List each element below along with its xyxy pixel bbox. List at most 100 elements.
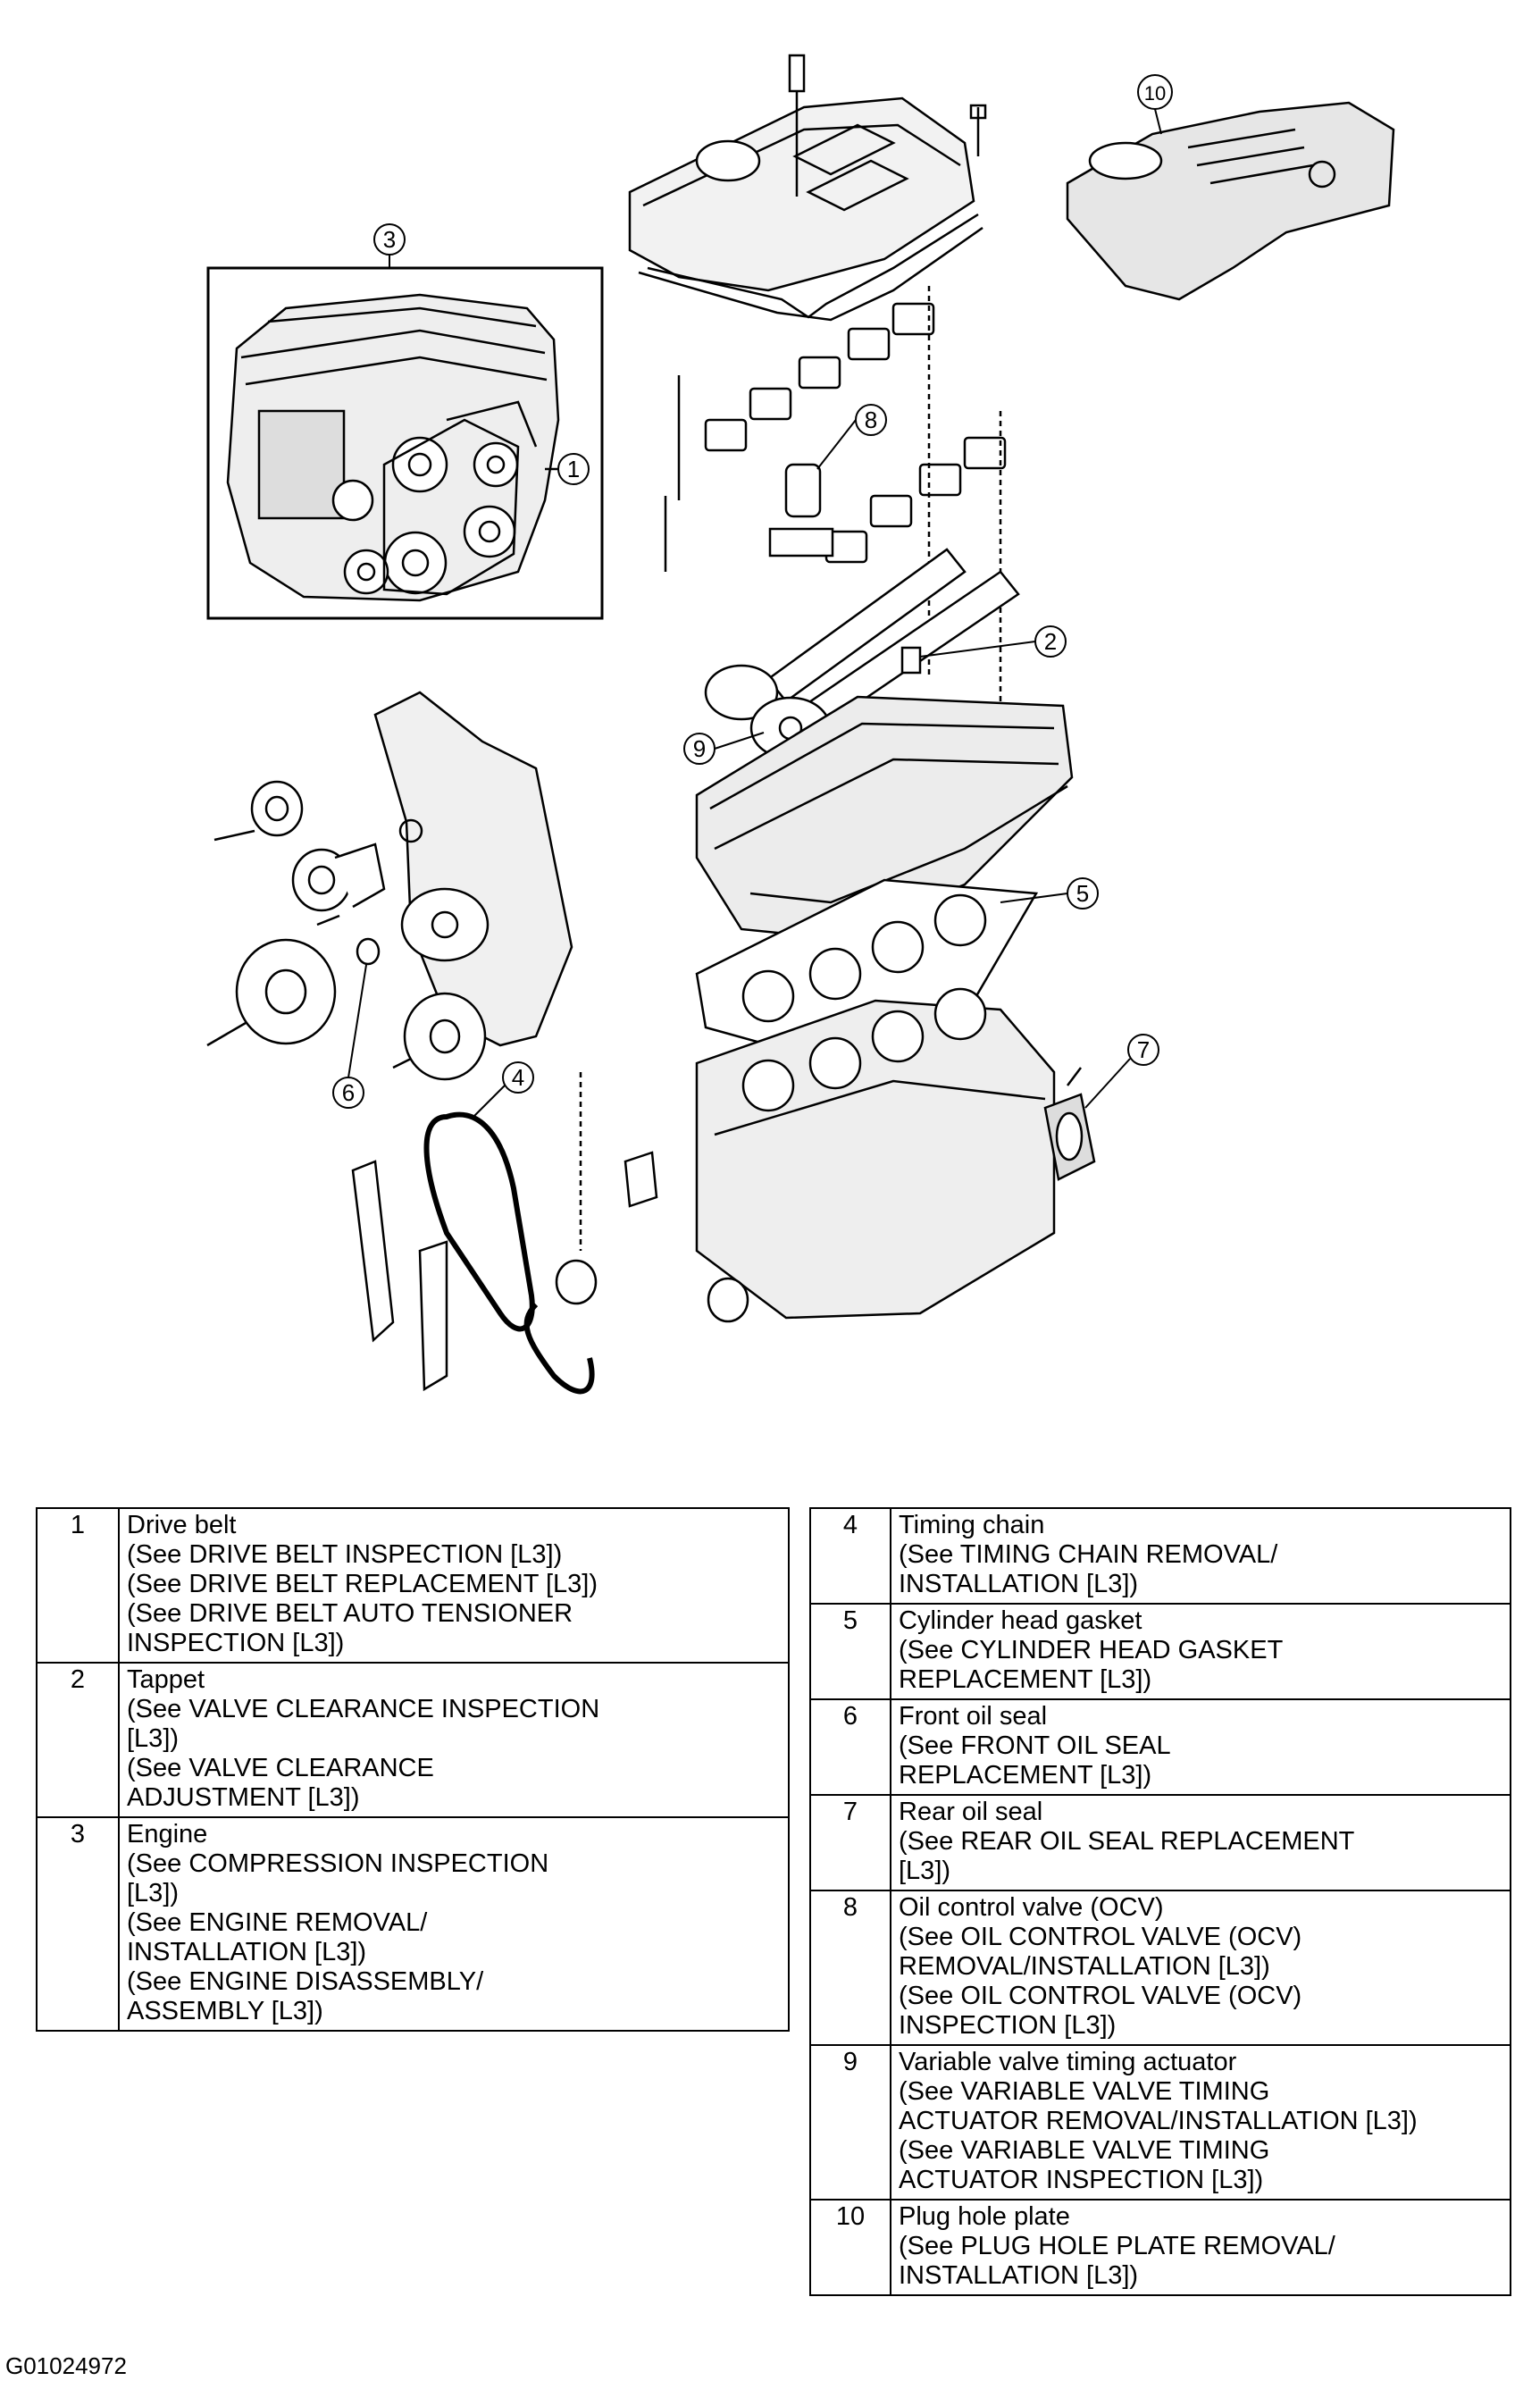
part-description: Plug hole plate(See PLUG HOLE PLATE REMO… xyxy=(890,2199,1511,2296)
part-number: 6 xyxy=(809,1698,891,1796)
engine-exploded-diagram: 3 1 8 2 9 5 6 4 7 10 xyxy=(206,54,1395,1395)
cylinder-head-cover xyxy=(628,54,987,322)
part-reference-line: REMOVAL/INSTALLATION [L3]) xyxy=(899,1952,1270,1981)
callout-number-3: 3 xyxy=(383,226,396,253)
part-reference-line: INSTALLATION [L3]) xyxy=(899,1570,1139,1598)
part-name: Cylinder head gasket xyxy=(899,1606,1142,1635)
part-number: 8 xyxy=(809,1890,891,2046)
part-description: Timing chain(See TIMING CHAIN REMOVAL/IN… xyxy=(890,1507,1511,1605)
part-name: Drive belt xyxy=(127,1511,237,1539)
part-reference-line: ACTUATOR REMOVAL/INSTALLATION [L3]) xyxy=(899,2107,1418,2135)
part-reference-line: (See VALVE CLEARANCE INSPECTION xyxy=(127,1695,600,1723)
part-number: 1 xyxy=(36,1507,120,1664)
callout-number-9: 9 xyxy=(693,735,706,762)
callout-number-5: 5 xyxy=(1076,880,1089,907)
part-description: Drive belt(See DRIVE BELT INSPECTION [L3… xyxy=(118,1507,790,1664)
part-number: 2 xyxy=(36,1662,120,1818)
part-reference-line: (See DRIVE BELT AUTO TENSIONER xyxy=(127,1599,573,1628)
part-name: Tappet xyxy=(127,1665,205,1694)
part-number: 9 xyxy=(809,2044,891,2201)
engine-assembly-illustration xyxy=(206,266,604,620)
part-number: 7 xyxy=(809,1794,891,1891)
part-number: 5 xyxy=(809,1603,891,1700)
callout-number-4: 4 xyxy=(512,1064,524,1091)
callout-number-10: 10 xyxy=(1144,82,1166,105)
rear-oil-seal xyxy=(1043,1067,1096,1181)
part-description: Cylinder head gasket(See CYLINDER HEAD G… xyxy=(890,1603,1511,1700)
part-description: Rear oil seal(See REAR OIL SEAL REPLACEM… xyxy=(890,1794,1511,1891)
part-number: 3 xyxy=(36,1816,120,2032)
part-name: Front oil seal xyxy=(899,1702,1048,1731)
camshaft-caps xyxy=(664,286,1007,742)
part-reference-line: INSTALLATION [L3]) xyxy=(127,1938,367,1966)
part-reference-line: (See DRIVE BELT REPLACEMENT [L3]) xyxy=(127,1570,598,1598)
callout-4 xyxy=(502,1061,534,1094)
part-reference-line: (See ENGINE REMOVAL/ xyxy=(127,1908,428,1937)
part-name: Plug hole plate xyxy=(899,2202,1070,2231)
callout-1 xyxy=(557,453,590,485)
callout-number-7: 7 xyxy=(1137,1036,1150,1063)
cylinder-block xyxy=(695,987,1056,1320)
callout-7 xyxy=(1127,1034,1159,1066)
callout-number-8: 8 xyxy=(865,407,877,433)
part-reference-line: REPLACEMENT [L3]) xyxy=(899,1665,1152,1694)
part-reference-line: [L3]) xyxy=(127,1724,180,1753)
callout-number-6: 6 xyxy=(342,1079,355,1106)
part-name: Timing chain xyxy=(899,1511,1045,1539)
cylinder-head xyxy=(695,695,1074,940)
part-name: Rear oil seal xyxy=(899,1798,1043,1826)
part-reference-line: ADJUSTMENT [L3]) xyxy=(127,1783,360,1812)
part-reference-line: [L3]) xyxy=(127,1879,180,1907)
part-name: Engine xyxy=(127,1820,208,1849)
part-description: Engine(See COMPRESSION INSPECTION[L3])(S… xyxy=(118,1816,790,2032)
part-reference-line: (See COMPRESSION INSPECTION xyxy=(127,1849,549,1878)
part-number: 4 xyxy=(809,1507,891,1605)
part-reference-line: INSPECTION [L3]) xyxy=(899,2011,1117,2040)
callout-number-1: 1 xyxy=(567,456,580,482)
part-reference-line: (See DRIVE BELT INSPECTION [L3]) xyxy=(127,1540,563,1569)
part-reference-line: (See FRONT OIL SEAL xyxy=(899,1731,1171,1760)
part-name: Variable valve timing actuator xyxy=(899,2048,1237,2076)
part-reference-line: (See VARIABLE VALVE TIMING xyxy=(899,2077,1270,2106)
part-reference-line: (See REAR OIL SEAL REPLACEMENT xyxy=(899,1827,1355,1856)
part-reference-line: REPLACEMENT [L3]) xyxy=(899,1761,1152,1790)
figure-code: G01024972 xyxy=(5,2352,127,2379)
plug-hole-plate xyxy=(1066,101,1395,301)
oil-control-valve xyxy=(768,463,834,557)
timing-chain-cover xyxy=(373,691,573,1047)
timing-chain xyxy=(351,1072,749,1395)
part-reference-line: (See OIL CONTROL VALVE (OCV) xyxy=(899,1923,1302,1951)
part-reference-line: (See VARIABLE VALVE TIMING xyxy=(899,2136,1270,2165)
part-reference-line: (See TIMING CHAIN REMOVAL/ xyxy=(899,1540,1278,1569)
part-reference-line: INSPECTION [L3]) xyxy=(127,1629,345,1657)
part-reference-line: [L3]) xyxy=(899,1857,951,1885)
part-reference-line: (See VALVE CLEARANCE xyxy=(127,1754,434,1782)
part-description: Variable valve timing actuator(See VARIA… xyxy=(890,2044,1511,2201)
part-reference-line: ACTUATOR INSPECTION [L3]) xyxy=(899,2166,1264,2194)
part-description: Tappet(See VALVE CLEARANCE INSPECTION[L3… xyxy=(118,1662,790,1818)
callout-number-2: 2 xyxy=(1044,628,1057,655)
part-reference-line: (See OIL CONTROL VALVE (OCV) xyxy=(899,1982,1302,2010)
part-reference-line: ASSEMBLY [L3]) xyxy=(127,1997,323,2025)
pulleys xyxy=(206,780,487,1081)
part-reference-line: (See ENGINE DISASSEMBLY/ xyxy=(127,1967,484,1996)
part-reference-line: (See CYLINDER HEAD GASKET xyxy=(899,1636,1284,1664)
part-name: Oil control valve (OCV) xyxy=(899,1893,1164,1922)
part-reference-line: INSTALLATION [L3]) xyxy=(899,2261,1139,2290)
camshafts xyxy=(704,548,1020,760)
part-reference-line: (See PLUG HOLE PLATE REMOVAL/ xyxy=(899,2232,1335,2260)
callout-labels xyxy=(332,74,1173,1118)
